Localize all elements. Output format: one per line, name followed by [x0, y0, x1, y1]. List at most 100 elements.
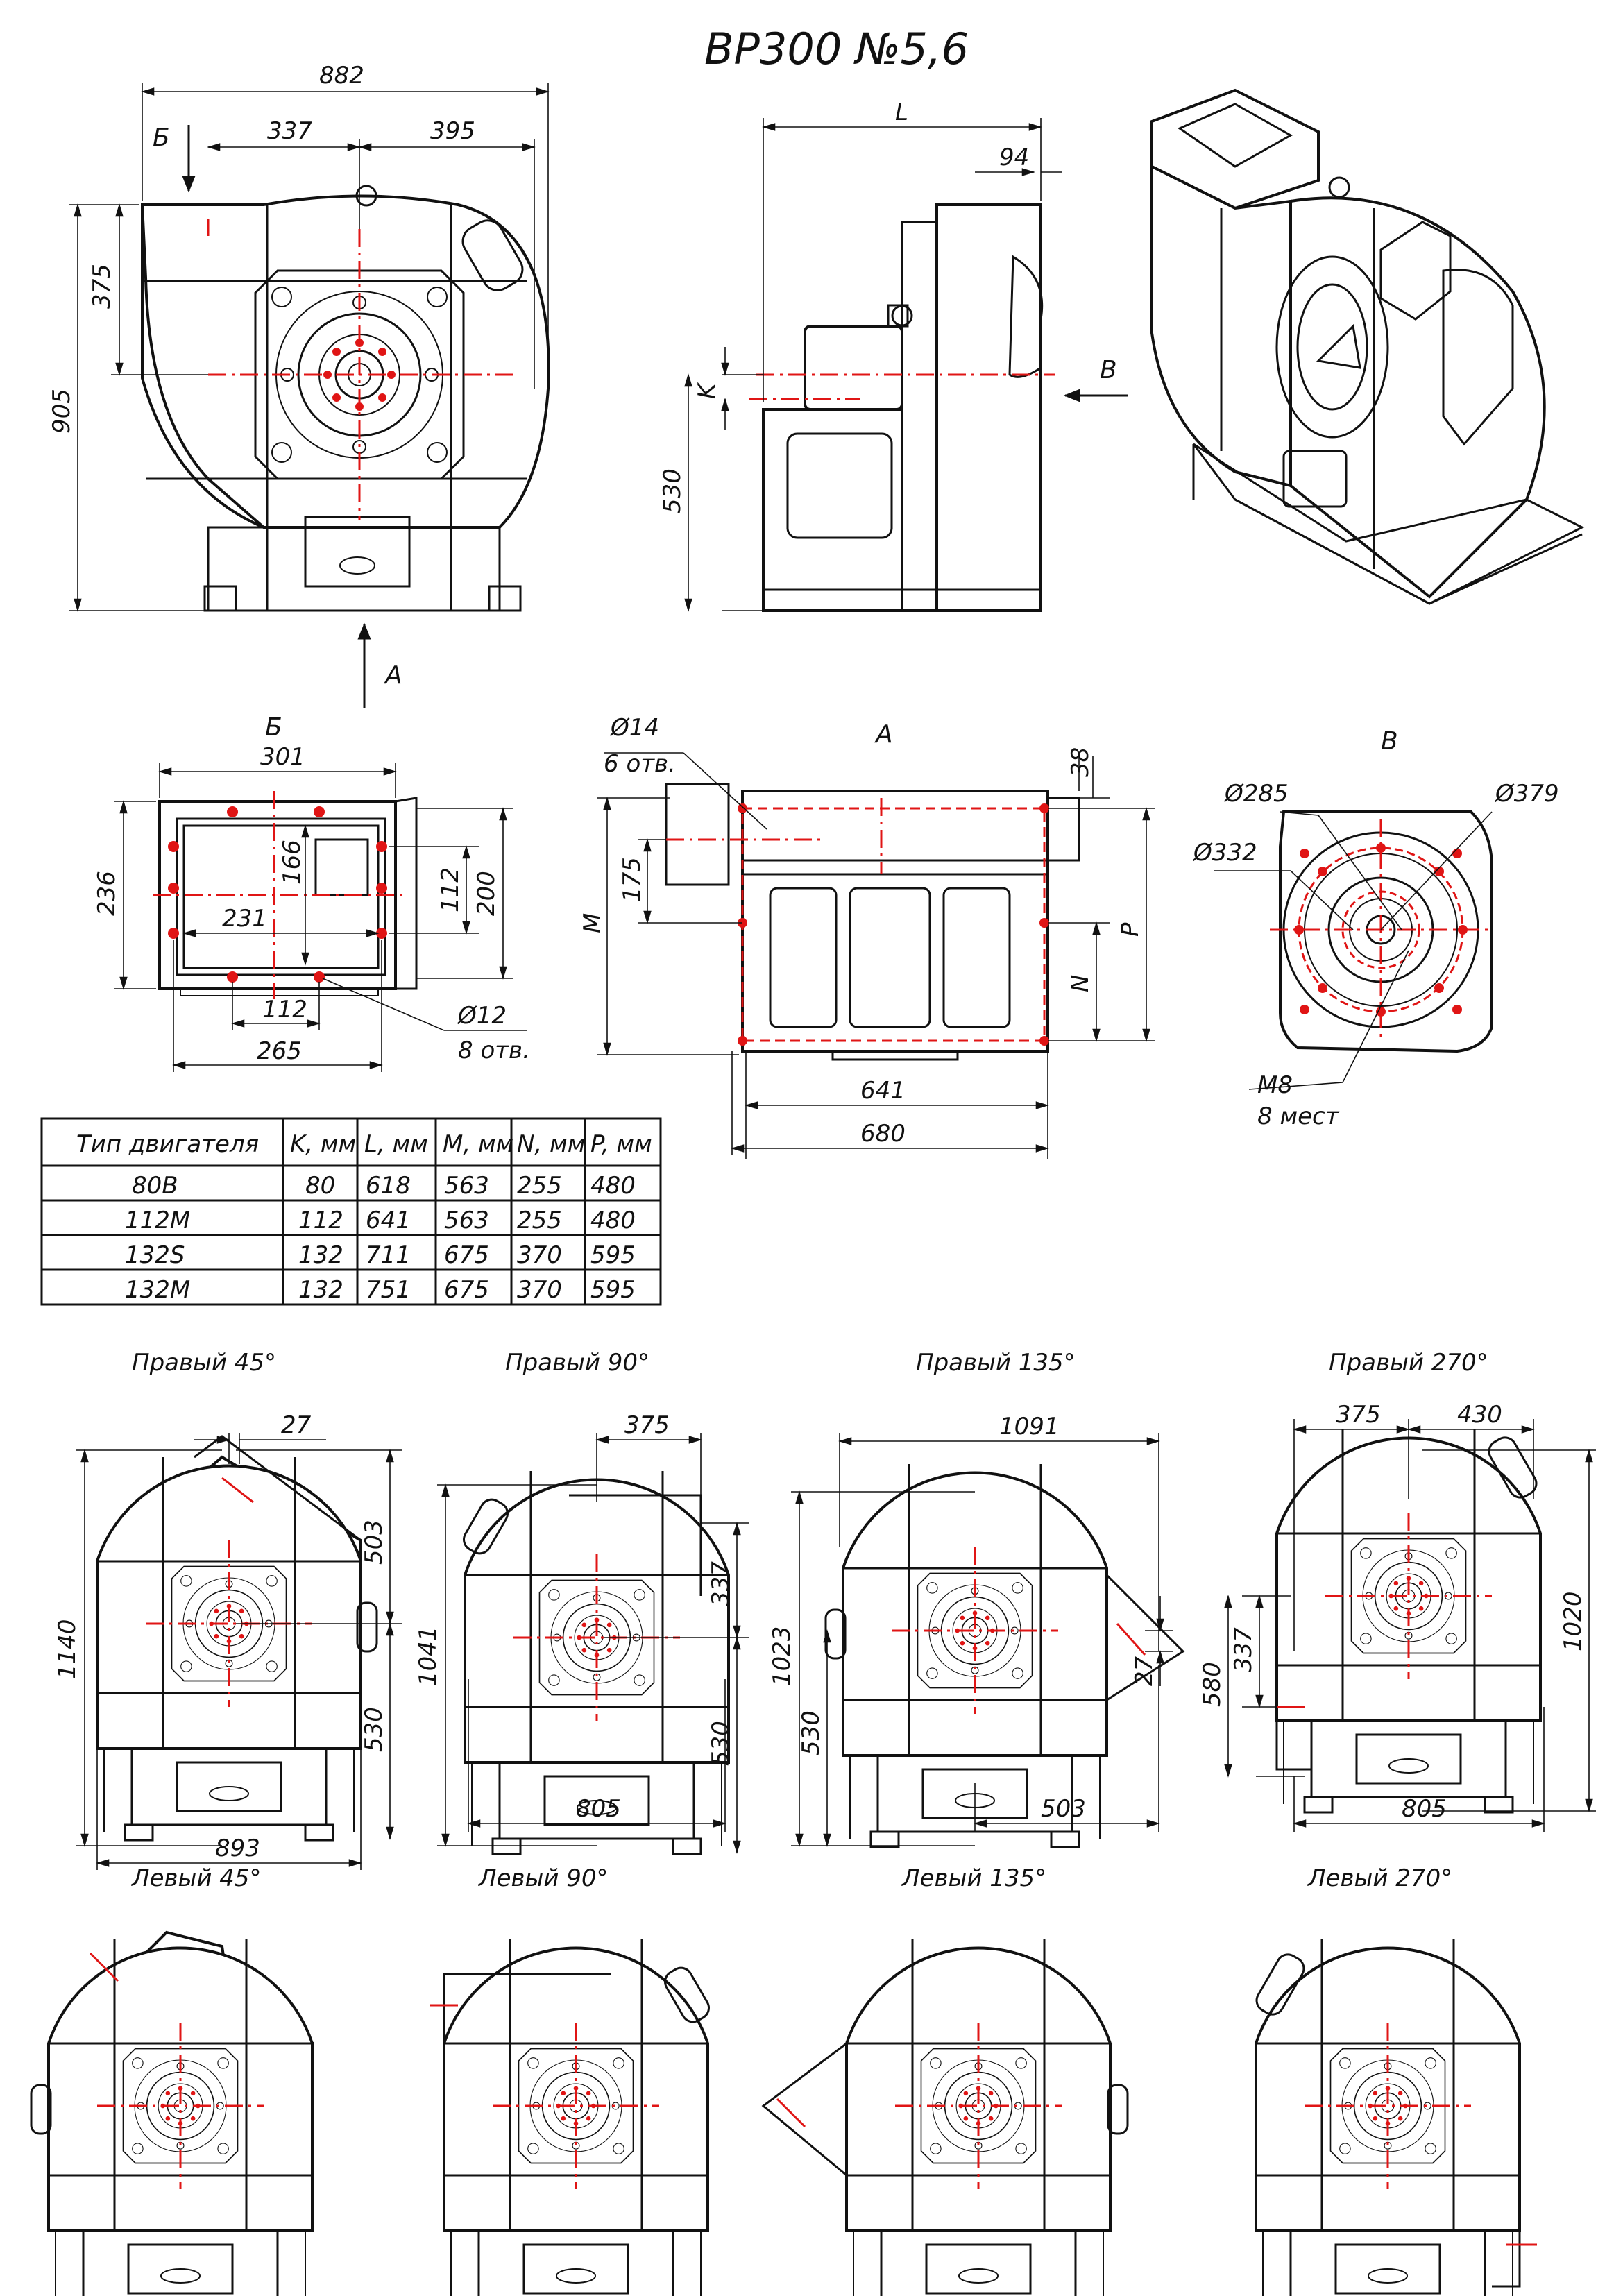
table-header-2: L, мм: [364, 1130, 428, 1158]
table-cell: 132S: [125, 1241, 185, 1269]
arrow-v-label: В: [1100, 356, 1117, 384]
dim: 375: [624, 1411, 670, 1439]
table-cell: 563: [444, 1207, 489, 1234]
dim-641: 641: [860, 1077, 906, 1105]
orientation-label: Левый 90°: [477, 1864, 609, 1892]
dim: 430: [1457, 1401, 1502, 1429]
dim: 337: [1230, 1627, 1257, 1672]
orientation-left-45: Левый 45°: [30, 1864, 314, 2296]
view-b: Б 301 236 166 231 112 2: [93, 713, 530, 1072]
arrow-a-label: А: [384, 661, 402, 690]
dim: 530: [360, 1707, 388, 1752]
dim: 503: [360, 1520, 388, 1565]
dim-337: 337: [267, 117, 312, 145]
hole-d14: Ø14: [609, 714, 659, 742]
dim-680: 680: [860, 1120, 906, 1148]
dim-236: 236: [93, 871, 121, 916]
thread-m8: М8: [1257, 1071, 1293, 1099]
dim: 375: [1336, 1401, 1381, 1429]
dim-301: 301: [260, 743, 305, 771]
table-cell: 255: [517, 1207, 562, 1234]
orientation-left-135: Левый 135°: [761, 1864, 1129, 2296]
table-cell: 618: [366, 1172, 411, 1200]
table-cell: 480: [590, 1172, 636, 1200]
dim-882: 882: [319, 62, 364, 90]
table-header-5: P, мм: [590, 1130, 652, 1158]
view-v: В Ø285 Ø379 Ø332 М8 8 мест: [1192, 727, 1559, 1130]
dim: 580: [1198, 1662, 1226, 1707]
table-header-0: Тип двигателя: [76, 1130, 259, 1158]
orientation-label: Левый 45°: [130, 1864, 262, 1892]
table-cell: 370: [517, 1241, 562, 1269]
table-cell: 641: [366, 1207, 411, 1234]
orientation-right-135: Правый 135° 1091 1023 530 27 503: [768, 1349, 1185, 1847]
orientation-right-270: Правый 270° 375 430 1020 337 580 805: [1198, 1349, 1596, 1832]
table-cell: 370: [517, 1276, 562, 1304]
side-view: L 94 530 K В: [658, 99, 1128, 612]
arrow-b-label: Б: [153, 124, 170, 152]
orientation-left-90: Левый 90°: [430, 1864, 710, 2296]
table-cell: 132: [298, 1241, 343, 1269]
table-cell: 80В: [132, 1172, 178, 1200]
table-cell: 751: [366, 1276, 411, 1304]
dim-905: 905: [48, 389, 76, 434]
dim: 1041: [414, 1626, 442, 1686]
table-cell: 675: [444, 1276, 489, 1304]
view-b-label: Б: [265, 713, 282, 742]
dim: 805: [1402, 1795, 1447, 1823]
dim-112-right: 112: [436, 867, 464, 912]
drawing-title: ВР300 №5,6: [704, 24, 969, 74]
view-a: А 641 680 M 175: [579, 714, 1155, 1159]
orientation-label: Правый 270°: [1329, 1349, 1488, 1377]
dia-332: Ø332: [1192, 839, 1257, 867]
dim: 27: [281, 1411, 312, 1439]
dim-n: N: [1067, 975, 1094, 992]
dim: 530: [707, 1721, 735, 1766]
orientation-right-90: Правый 90° 375 1041 337 530 805: [414, 1349, 749, 1854]
dim: 1020: [1559, 1591, 1587, 1651]
orientation-right-45: Правый 45° 1140 503 530 893 27: [53, 1349, 402, 1870]
dim-112-bottom: 112: [262, 996, 307, 1023]
dim-p: P: [1116, 922, 1144, 937]
dim: 1140: [53, 1619, 81, 1679]
dim-38: 38: [1067, 747, 1094, 777]
view-a-label: А: [874, 720, 893, 749]
orientation-label: Левый 135°: [901, 1864, 1046, 1892]
dim-530: 530: [658, 468, 686, 513]
orientation-left-270: Левый 270°: [1252, 1864, 1537, 2296]
dim: 893: [215, 1835, 260, 1862]
dim-200: 200: [473, 871, 500, 916]
dim-175: 175: [618, 857, 646, 902]
table-cell: 480: [590, 1207, 636, 1234]
isometric-view: [1150, 88, 1585, 605]
dim: 27: [1130, 1656, 1158, 1686]
dim: 530: [797, 1710, 825, 1755]
table-cell: 675: [444, 1241, 489, 1269]
table-cell: 112: [298, 1207, 343, 1234]
table-cell: 255: [517, 1172, 562, 1200]
table-cell: 80: [305, 1172, 335, 1200]
hole-d12: Ø12: [457, 1002, 507, 1030]
view-v-label: В: [1381, 727, 1398, 756]
front-view: 882 337 395 905 375 Б А: [48, 62, 550, 708]
orientation-label: Левый 270°: [1307, 1864, 1452, 1892]
table-cell: 595: [590, 1276, 636, 1304]
orientation-label: Правый 135°: [916, 1349, 1076, 1377]
table-cell: 132: [298, 1276, 343, 1304]
dim-375: 375: [88, 264, 116, 309]
orientation-label: Правый 45°: [132, 1349, 276, 1377]
orientation-label: Правый 90°: [505, 1349, 649, 1377]
table-cell: 132М: [125, 1276, 190, 1304]
dim-l: L: [895, 99, 908, 126]
dia-285: Ø285: [1223, 780, 1289, 808]
dim-231: 231: [222, 905, 267, 933]
table-cell: 563: [444, 1172, 489, 1200]
thread-count: 8 мест: [1257, 1103, 1340, 1130]
dim: 805: [576, 1795, 621, 1823]
dim-k: K: [693, 382, 721, 399]
dim: 337: [707, 1561, 735, 1606]
dim: 1023: [768, 1626, 796, 1686]
table-header-4: N, мм: [517, 1130, 585, 1158]
dim-265: 265: [257, 1037, 302, 1065]
